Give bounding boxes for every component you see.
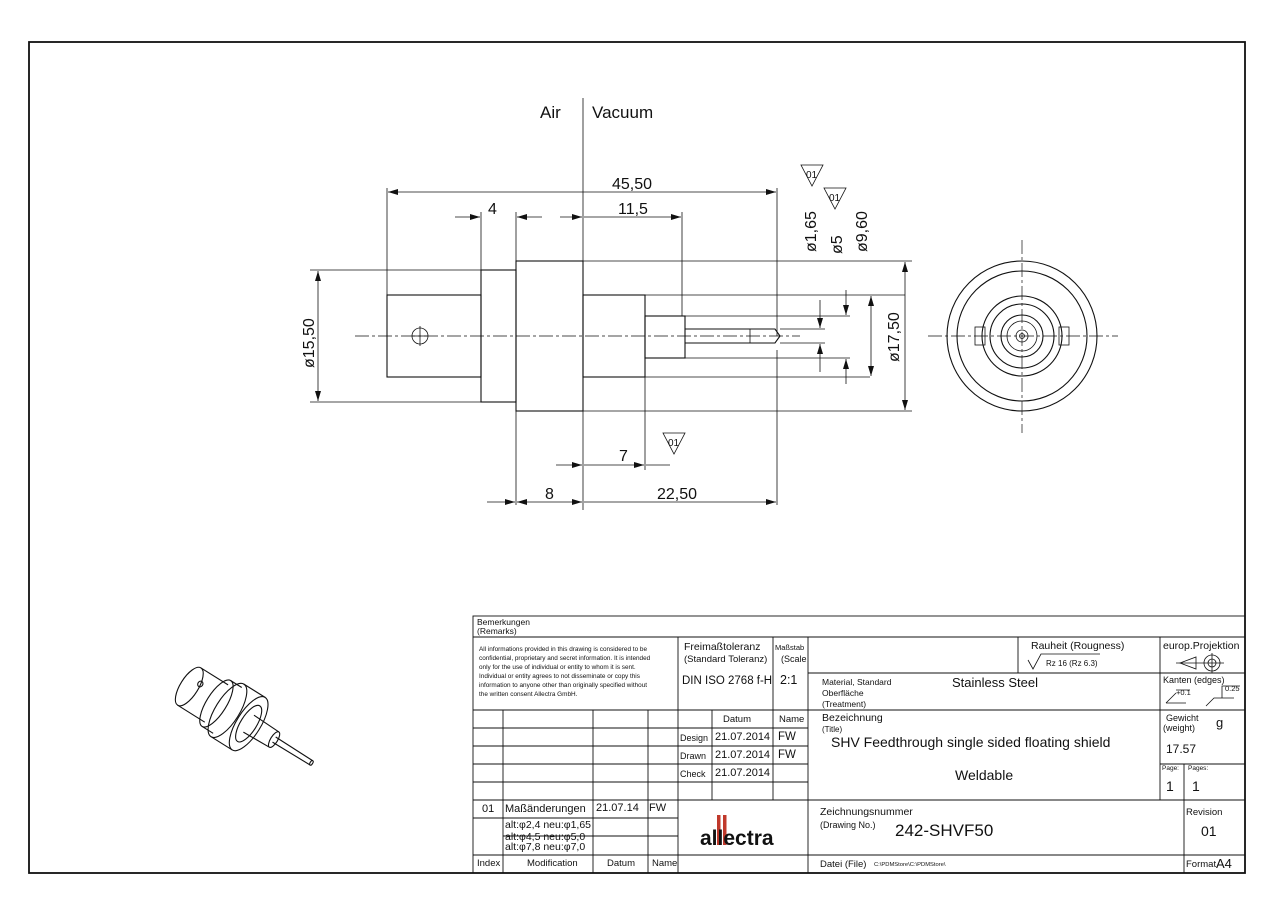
material-value: Stainless Steel — [952, 675, 1038, 690]
dim-dia-1-65: ø1,65 — [803, 211, 820, 252]
page-value: 1 — [1166, 778, 1174, 794]
edges-label: Kanten (edges) — [1163, 675, 1225, 685]
roughness-value: Rz 16 (Rz 6.3) — [1046, 659, 1098, 668]
title-block: Bemerkungen (Remarks) All informations p… — [472, 615, 1246, 874]
drawing-no-label-en: (Drawing No.) — [820, 820, 876, 830]
rev-line: alt:φ4,5 neu:φ5,0 — [505, 831, 585, 843]
index-label: Index — [477, 858, 500, 869]
pages-label: Pages: — [1188, 765, 1208, 772]
zone-vacuum-label: Vacuum — [592, 103, 653, 122]
projection-symbol — [1176, 653, 1224, 673]
file-value: C:\PDMStore\C:\PDMStore\ — [874, 862, 946, 868]
svg-text:01: 01 — [829, 193, 841, 204]
datum-label-bottom: Datum — [607, 858, 635, 869]
format-value: A4 — [1216, 856, 1232, 871]
design-date: 21.07.2014 — [715, 731, 770, 743]
surface-symbol: 01 — [800, 164, 824, 187]
title-label: Bezeichnung — [822, 712, 883, 724]
edges-symbol — [1165, 685, 1240, 707]
svg-text:01: 01 — [806, 170, 818, 181]
remarks-line: Individual or entity agrees to not disse… — [479, 673, 640, 680]
dim-8: 8 — [545, 486, 554, 503]
check-date: 21.07.2014 — [715, 767, 770, 779]
dim-22-50: 22,50 — [657, 486, 697, 503]
remarks-line: confidential, proprietary and secret inf… — [479, 655, 651, 662]
remarks-line: only for the use of individual or entity… — [479, 664, 636, 671]
remarks-label-en: (Remarks) — [477, 626, 517, 636]
drawing-subtitle: Weldable — [955, 767, 1013, 783]
scale-value: 2:1 — [780, 673, 797, 687]
name-label-bottom: Name — [652, 858, 677, 869]
dim-dia-15-50: ø15,50 — [301, 318, 318, 368]
modification-label: Modification — [527, 858, 578, 869]
remarks-line: All informations provided in this drawin… — [479, 646, 647, 653]
zone-air-label: Air — [540, 103, 561, 122]
dim-overall-length: 45,50 — [612, 176, 652, 193]
weight-label: Gewicht — [1166, 713, 1199, 723]
material-label: Material, Standard — [822, 677, 892, 687]
pages-value: 1 — [1192, 778, 1200, 794]
treatment-label: (Treatment) — [822, 699, 866, 709]
drawing-number: 242-SHVF50 — [895, 821, 993, 840]
dim-11-5: 11,5 — [618, 201, 648, 218]
weight-value: 17.57 — [1166, 742, 1196, 756]
svg-text:01: 01 — [668, 438, 680, 449]
file-label: Datei (File) — [820, 859, 866, 870]
weight-label-en: (weight) — [1163, 723, 1195, 733]
surface-symbol: 01 — [662, 432, 686, 455]
rev-name: FW — [649, 802, 667, 814]
edge-value: 0.25 — [1225, 684, 1240, 693]
revision-value: 01 — [1201, 823, 1217, 839]
rev-title: Maßänderungen — [505, 803, 586, 815]
tolerance-value: DIN ISO 2768 f-H — [682, 675, 772, 687]
logo-text: allectra — [700, 827, 774, 850]
remarks-line: the written consent Allectra GmbH. — [479, 691, 578, 698]
drawn-name: FW — [778, 749, 796, 761]
name-label: Name — [779, 714, 804, 725]
dim-dia-9-60: ø9,60 — [854, 211, 871, 252]
dim-dia-17-50: ø17,50 — [886, 312, 903, 362]
allectra-logo: allectra — [700, 815, 774, 850]
side-view: Air Vacuum 45,50 4 — [301, 98, 912, 510]
remarks-label: Bemerkungen — [477, 617, 530, 627]
rev-line: alt:φ2,4 neu:φ1,65 — [505, 819, 591, 831]
dim-4: 4 — [488, 201, 497, 218]
remarks-line: information to anyone other than origina… — [479, 682, 647, 689]
revision-label: Revision — [1186, 807, 1222, 818]
tolerance-label: Freimaßtoleranz — [684, 641, 760, 653]
projection-label: europ.Projektion — [1163, 640, 1240, 652]
end-view — [928, 240, 1118, 433]
title-label-en: (Title) — [822, 725, 842, 734]
drawn-label: Drawn — [680, 751, 706, 761]
design-name: FW — [778, 731, 796, 743]
surface-symbol: 01 — [823, 187, 847, 210]
scale-label: Maßstab — [775, 643, 804, 652]
rev-line: alt:φ7,8 neu:φ7,0 — [505, 841, 585, 853]
dim-dia-5: ø5 — [829, 235, 846, 254]
page-label: Page: — [1162, 765, 1179, 772]
weight-unit: g — [1216, 715, 1223, 730]
check-label: Check — [680, 769, 706, 779]
roughness-label: Rauheit (Rougness) — [1031, 640, 1124, 652]
isometric-view — [174, 666, 314, 766]
drawing-no-label: Zeichnungsnummer — [820, 806, 913, 818]
tolerance-label-en: (Standard Toleranz) — [684, 654, 767, 665]
design-label: Design — [680, 733, 708, 743]
edge-value: +0.1 — [1176, 688, 1191, 697]
format-label: Format — [1186, 859, 1216, 870]
dim-7: 7 — [619, 448, 628, 465]
scale-label-en: (Scale — [781, 654, 807, 664]
rev-index: 01 — [482, 803, 494, 815]
datum-label: Datum — [723, 714, 751, 725]
drawn-date: 21.07.2014 — [715, 749, 770, 761]
drawing-title: SHV Feedthrough single sided floating sh… — [831, 734, 1110, 750]
surface-label: Oberfläche — [822, 688, 864, 698]
rev-date: 21.07.14 — [596, 802, 639, 814]
